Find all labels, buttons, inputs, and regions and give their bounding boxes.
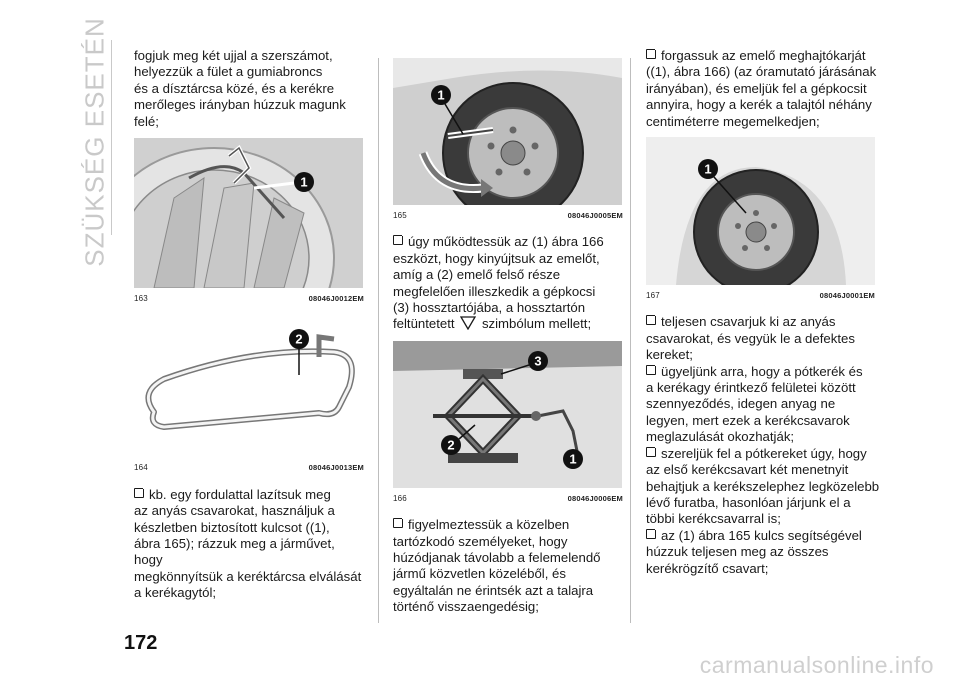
bullet-mount-spare-wheel: szereljük fel a pótkereket úgy, hogy az … bbox=[646, 444, 880, 527]
checkbox-bullet-icon bbox=[393, 233, 405, 246]
page-number: 172 bbox=[124, 632, 158, 654]
checkbox-bullet-icon bbox=[134, 485, 146, 498]
bullet-check-contact-surfaces: ügyeljünk arra, hogy a pótkerék és a ker… bbox=[646, 362, 863, 445]
checkbox-bullet-icon bbox=[646, 47, 658, 59]
bullet-remove-wheel: teljesen csavarjuk ki az anyás csavaroka… bbox=[646, 313, 855, 363]
figure-165-callout: 1 bbox=[437, 88, 444, 103]
column-1: fogjuk meg két ujjal a szerszámot, helye… bbox=[134, 48, 364, 602]
figure-163-callout: 1 bbox=[300, 175, 307, 190]
section-title: SZÜKSÉG ESETÉN bbox=[79, 17, 110, 267]
figure-165: 1 bbox=[393, 58, 622, 205]
bullet-loosen-bolts: kb. egy fordulattal lazítsuk meg az anyá… bbox=[134, 485, 362, 601]
jack-point-triangle-icon bbox=[460, 316, 477, 331]
column-3: forgassuk az emelő meghajtókarját ((1), … bbox=[646, 47, 886, 577]
hubcap-tool-illustration: 2 bbox=[145, 329, 355, 431]
checkbox-bullet-icon bbox=[646, 313, 658, 326]
column-separator bbox=[630, 58, 631, 623]
checkbox-bullet-icon bbox=[646, 526, 658, 539]
wheel-wrench-illustration: 1 bbox=[393, 58, 622, 205]
raised-wheel-illustration: 1 bbox=[646, 137, 875, 286]
hubcap-removal-illustration: 1 bbox=[134, 138, 363, 289]
bullet-raise-vehicle: forgassuk az emelő meghajtókarját ((1), … bbox=[646, 47, 877, 129]
intro-text: fogjuk meg két ujjal a szerszámot, helye… bbox=[134, 48, 346, 129]
figure-164: 2 bbox=[134, 317, 363, 458]
section-rule bbox=[111, 40, 112, 235]
column-separator bbox=[378, 58, 379, 623]
bullet-warn-people: figyelmeztessük a közelben tartózkodó sz… bbox=[393, 516, 601, 615]
bullet-tighten-bolts: az (1) ábra 165 kulcs segítségével húzzu… bbox=[646, 526, 862, 576]
checkbox-bullet-icon bbox=[646, 444, 658, 457]
bullet-extend-jack: úgy működtessük az (1) ábra 166 eszközt,… bbox=[393, 233, 604, 332]
figure-167-callout: 1 bbox=[704, 162, 711, 177]
figure-164-callout: 2 bbox=[295, 332, 302, 347]
scissor-jack-illustration: 3 2 1 bbox=[393, 340, 622, 488]
figure-166-callout-2: 2 bbox=[447, 437, 454, 452]
figure-166: 3 2 1 bbox=[393, 340, 622, 488]
figure-166-callout-1: 1 bbox=[569, 451, 576, 466]
checkbox-bullet-icon bbox=[393, 516, 405, 529]
figure-167: 1 bbox=[646, 137, 875, 286]
watermark-text: carmanualsonline.info bbox=[699, 652, 934, 678]
checkbox-bullet-icon bbox=[646, 362, 658, 375]
figure-163: 1 bbox=[134, 138, 363, 289]
figure-166-callout-3: 3 bbox=[534, 353, 541, 368]
